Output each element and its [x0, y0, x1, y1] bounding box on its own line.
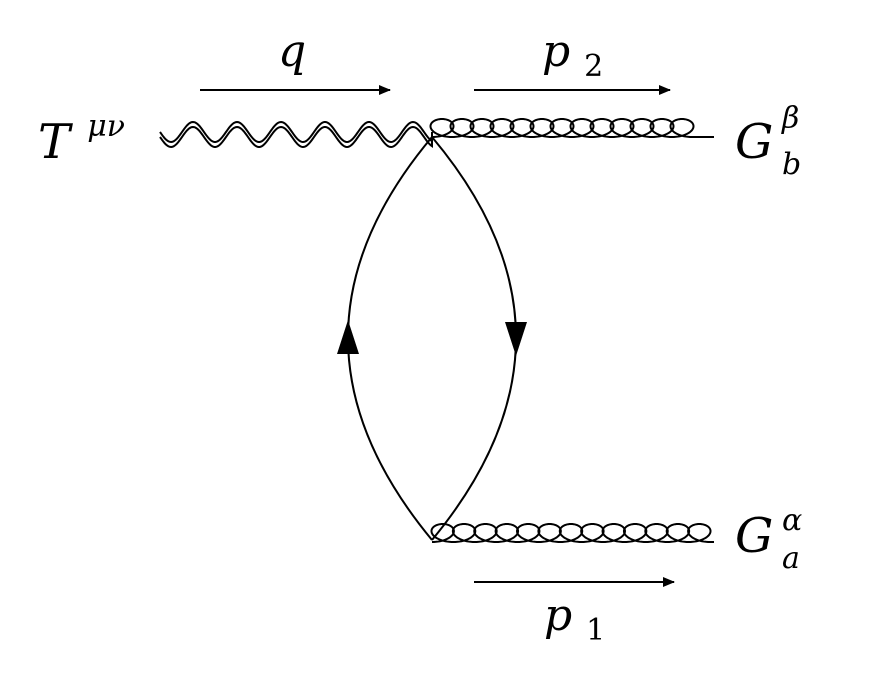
p2-subscript: 2	[584, 49, 603, 84]
gluon-line-bottom	[430, 522, 714, 544]
q-label: q	[278, 26, 306, 77]
p1-label: p 1	[544, 590, 605, 648]
graviton-line	[159, 120, 433, 149]
gluon-bottom-subscript: a	[782, 541, 800, 576]
tensor-label: T μν	[38, 109, 125, 170]
graviton-wave-lower	[159, 125, 433, 149]
gluon-top-superscript: β	[781, 101, 799, 136]
p2-base: p	[542, 26, 570, 77]
fermion-arrow-up	[337, 320, 359, 354]
graviton-wave-upper	[159, 120, 433, 144]
fermion-arrow-down	[505, 322, 527, 356]
p1-subscript: 1	[586, 613, 605, 648]
p2-label: p 2	[542, 26, 603, 84]
gluon-line-top	[429, 117, 714, 139]
tensor-base: T	[38, 114, 73, 170]
gluon-top-subscript: b	[782, 147, 801, 182]
p1-base: p	[544, 590, 572, 641]
tensor-superscript: μν	[87, 109, 125, 144]
fermion-loop-left	[347, 136, 433, 541]
fermion-loop-right	[431, 136, 517, 541]
gluon-bottom-label: G	[735, 508, 773, 564]
gluon-bottom-superscript: α	[782, 503, 802, 538]
gluon-top-label: G	[735, 114, 773, 170]
